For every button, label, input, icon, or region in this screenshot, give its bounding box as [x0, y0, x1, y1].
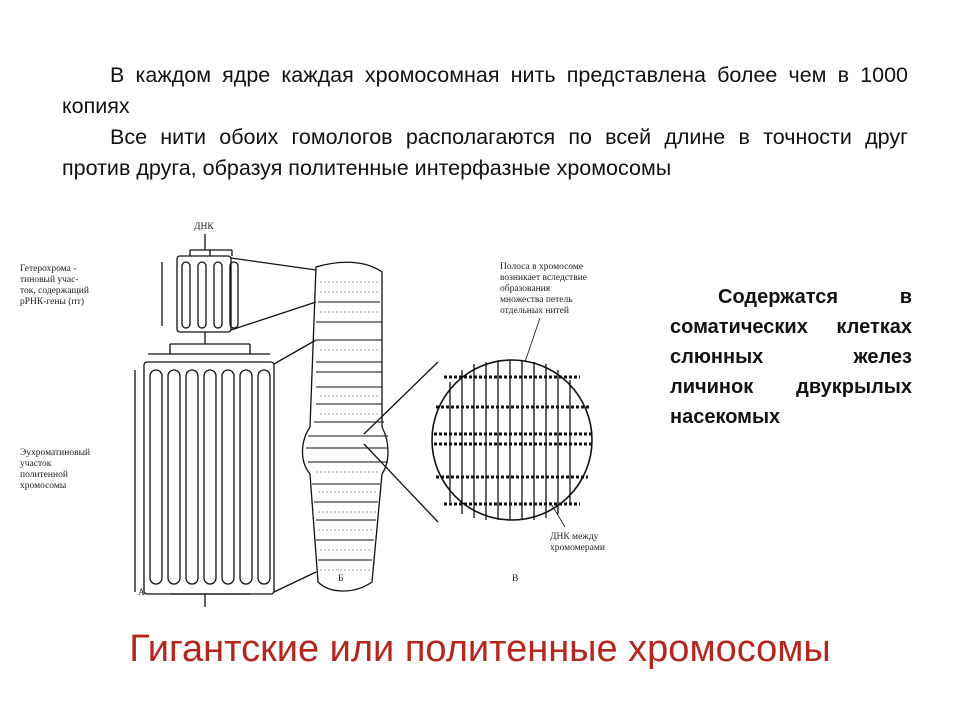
- intro-paragraph-2: Все нити обоих гомологов располагаются п…: [62, 125, 908, 180]
- euchromatin-label: Эухроматиновый участок политенной хромос…: [20, 448, 91, 491]
- dna-between-chromomeres-label: ДНК между хромомерами: [550, 532, 605, 553]
- polytene-chromosome-figure: ДНК Гетерохрома - тиновый учас- ток, сод…: [20, 222, 660, 612]
- slide-title: Гигантские или политенные хромосомы: [129, 628, 831, 670]
- figure-drawing: [134, 234, 593, 607]
- panel-b-label: Б: [338, 574, 344, 584]
- side-note: Содержатся в соматических клетках слюнны…: [670, 286, 912, 428]
- band-label: Полоса в хромосоме возникает вследствие …: [500, 262, 587, 316]
- panel-c-label: В: [512, 574, 519, 584]
- dna-top-label: ДНК: [194, 222, 214, 232]
- intro-text: В каждом ядре каждая хромосомная нить пр…: [62, 60, 908, 184]
- panel-a-label: А: [138, 588, 145, 598]
- heterochromatin-label: Гетерохрома - тиновый учас- ток, содержа…: [20, 264, 89, 307]
- intro-paragraph-1: В каждом ядре каждая хромосомная нить пр…: [62, 63, 908, 118]
